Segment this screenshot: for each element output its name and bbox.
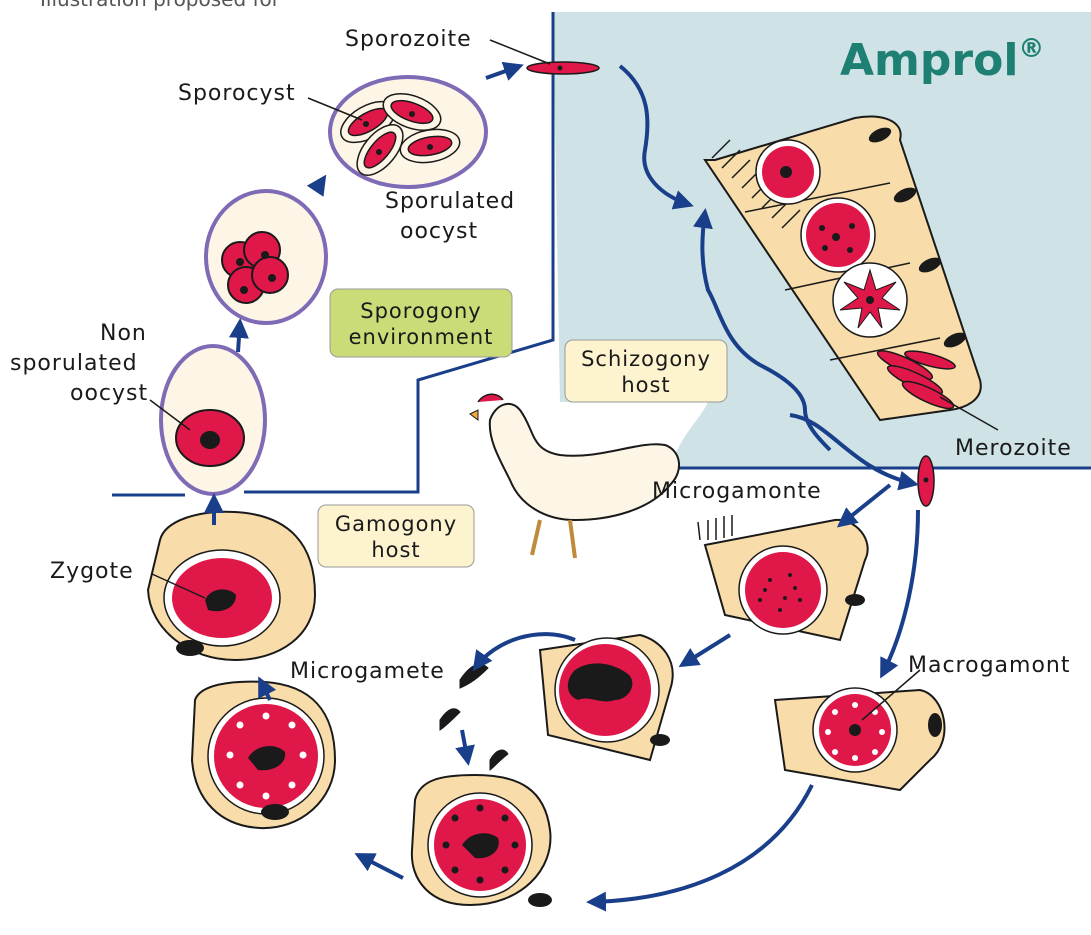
sporulated-oocyst	[330, 77, 486, 187]
label-macrogamont: Macrogamont	[908, 653, 1071, 678]
label-non-line1: Non	[100, 321, 147, 346]
label-sporocyst: Sporocyst	[178, 81, 296, 106]
merozoite-cell	[918, 456, 934, 506]
label-microgamonte: Microgamonte	[652, 479, 822, 504]
svg-text:environment: environment	[349, 325, 494, 349]
label-merozoite: Merozoite	[955, 436, 1072, 461]
sporogony-environment-box: Sporogony environment	[330, 289, 512, 357]
microgametes	[440, 664, 508, 770]
microgamonte-cell	[698, 515, 868, 640]
fertilised-macrogamete-cell	[412, 775, 552, 907]
label-microgamete: Microgamete	[290, 659, 445, 684]
microgamete-release-cell	[540, 635, 673, 760]
label-sporozoite: Sporozoite	[345, 27, 472, 52]
clipped-header-text: Illustration proposed for	[40, 0, 281, 11]
svg-text:Sporogony: Sporogony	[360, 299, 481, 323]
svg-text:host: host	[371, 538, 420, 562]
label-zygote: Zygote	[50, 559, 134, 584]
zygote-cell	[148, 512, 315, 660]
svg-text:host: host	[621, 373, 670, 397]
label-non-line2: sporulated	[10, 351, 138, 376]
chicken-host-illustration	[470, 394, 679, 558]
svg-text:Gamogony: Gamogony	[335, 512, 457, 536]
schizogony-host-box: Schizogony host	[565, 340, 727, 402]
brand-title: Amprol®	[840, 34, 1044, 86]
dividing-oocyst	[206, 191, 326, 323]
gamogony-host-box: Gamogony host	[318, 505, 474, 567]
label-sporulated-line1: Sporulated	[385, 189, 515, 214]
svg-text:Schizogony: Schizogony	[581, 347, 711, 371]
macrogamont-cell	[775, 688, 944, 790]
developing-zygote-cell	[192, 682, 335, 829]
sporozoite-cell	[527, 62, 599, 74]
label-non-line3: oocyst	[70, 381, 148, 406]
label-sporulated-line2: oocyst	[400, 219, 478, 244]
